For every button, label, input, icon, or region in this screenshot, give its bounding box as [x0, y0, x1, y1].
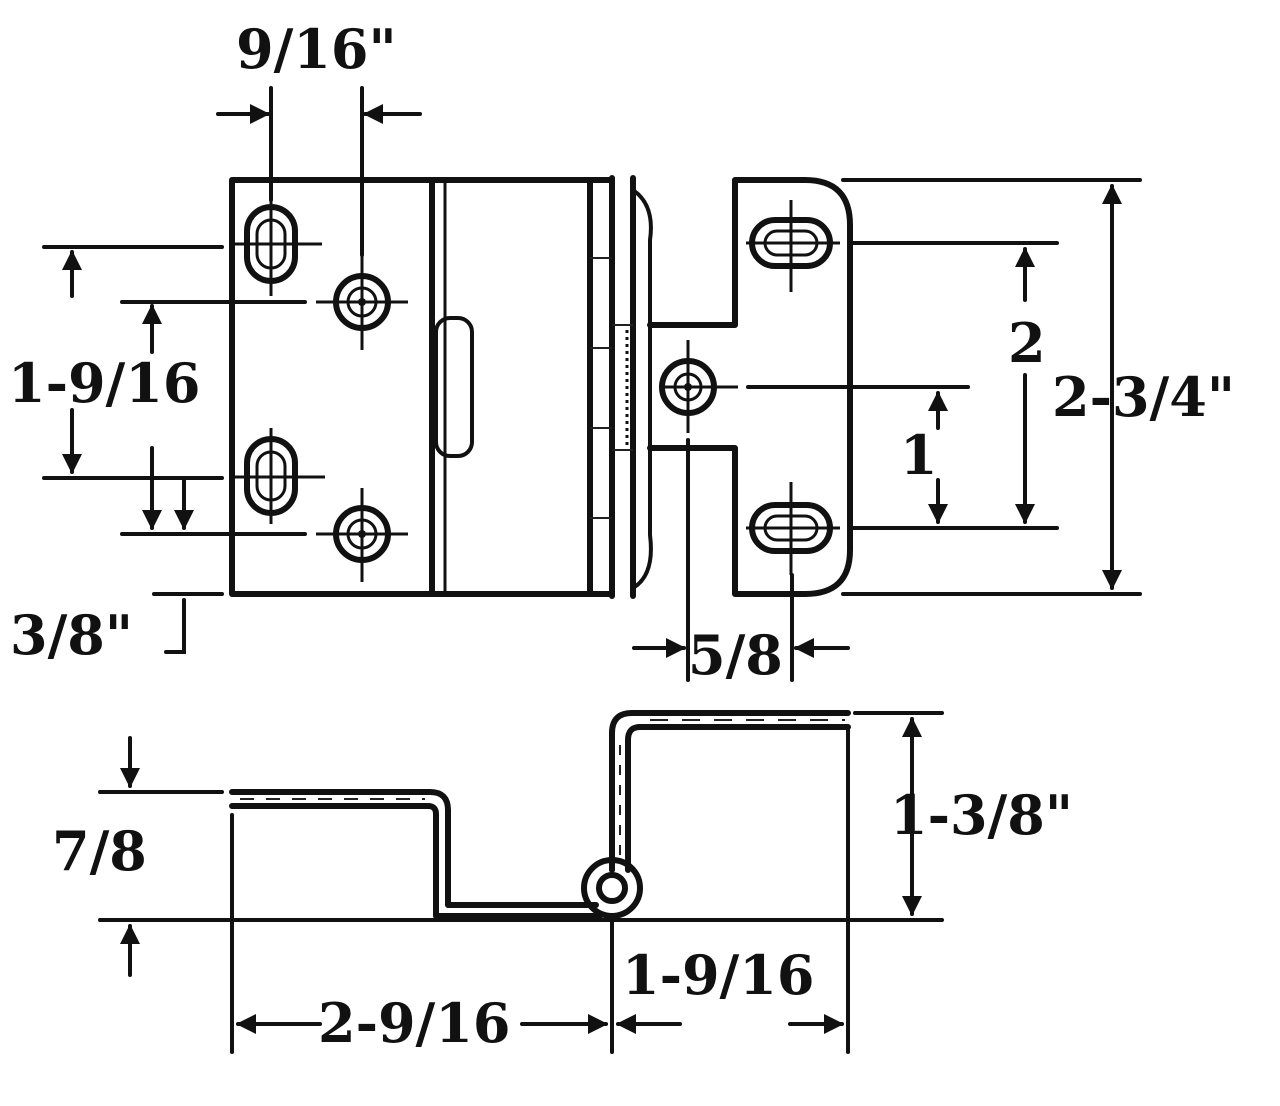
- left-slot-lower: [232, 428, 325, 524]
- dim-left-lines: [42, 245, 307, 654]
- label-2: 2: [1008, 311, 1046, 375]
- left-slot-upper: [232, 188, 322, 296]
- right-slot-lower: [746, 482, 840, 575]
- label-2-3-4: 2-3/4": [1052, 365, 1235, 429]
- right-slot-upper: [746, 200, 840, 292]
- label-2-9-16: 2-9/16: [318, 991, 511, 1055]
- label-7-8: 7/8: [52, 819, 147, 883]
- dim-right-lines: [746, 178, 1142, 596]
- right-hole-center: [659, 340, 738, 433]
- label-1-9-16-right: 1-9/16: [622, 943, 815, 1007]
- side-view: [98, 710, 944, 1054]
- left-hole-upper: [316, 256, 408, 350]
- left-hole-lower: [316, 488, 408, 582]
- dim-9-16-lines: [216, 86, 422, 257]
- right-leaf-plate: [647, 177, 853, 597]
- label-1-3-8: 1-3/8": [890, 783, 1073, 847]
- label-1-9-16-left: 1-9/16: [8, 351, 201, 415]
- label-9-16: 9/16": [236, 17, 397, 81]
- left-leaf-plate: [229, 177, 615, 597]
- hinge-barrel: [587, 175, 653, 599]
- label-1: 1: [900, 423, 938, 487]
- dim-5-8-lines: [632, 438, 850, 682]
- top-view: [42, 86, 1142, 682]
- hinge-profile: [229, 789, 599, 908]
- label-3-8: 3/8": [10, 603, 134, 667]
- label-5-8: 5/8: [688, 623, 783, 687]
